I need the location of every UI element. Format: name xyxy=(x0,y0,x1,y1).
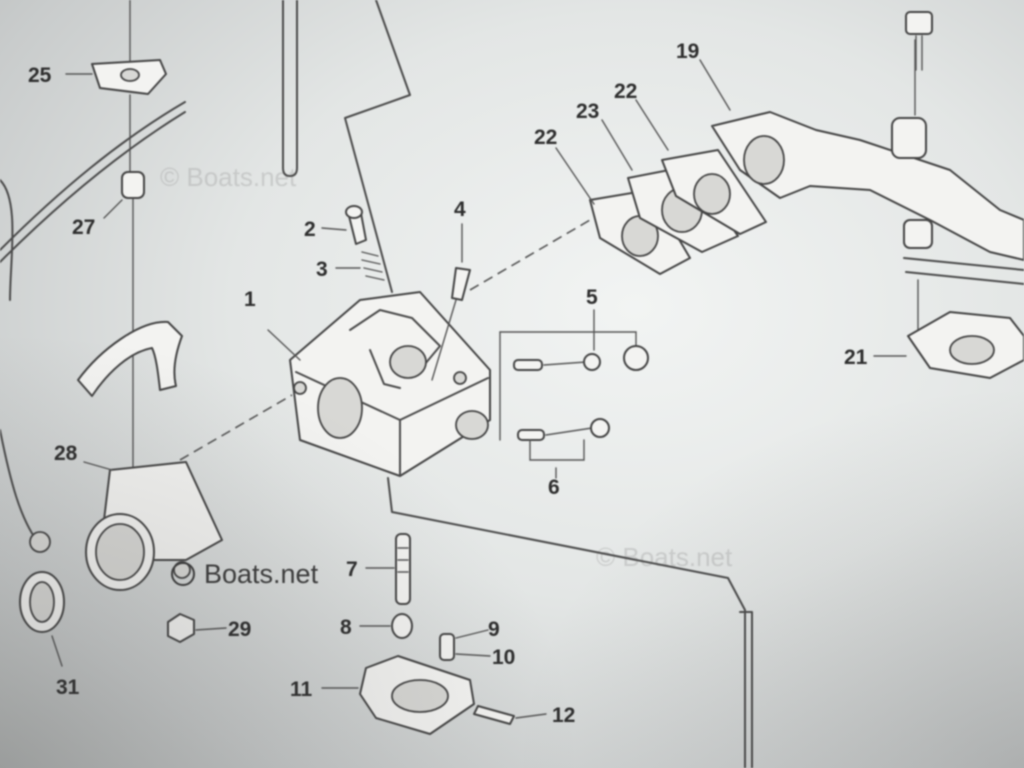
o-ring-part xyxy=(19,571,65,633)
callout-10: 10 xyxy=(492,646,515,669)
pilot-screw-part xyxy=(345,205,367,245)
callout-8: 8 xyxy=(340,616,352,639)
float-bowl-part xyxy=(359,655,475,735)
watermark-text: Boats.net xyxy=(204,559,319,589)
jet-assembly-6 xyxy=(517,418,610,461)
copyright-icon xyxy=(171,562,195,586)
manifold-gasket-part xyxy=(907,311,1024,379)
callout-29: 29 xyxy=(228,618,251,641)
nut-part xyxy=(167,613,195,643)
callout-leaders xyxy=(51,59,907,719)
float-pin-part xyxy=(439,633,455,661)
callout-19: 19 xyxy=(676,40,699,63)
watermark: Boats.net xyxy=(171,559,319,589)
callout-6: 6 xyxy=(548,476,560,499)
routing-lines xyxy=(0,0,919,768)
callout-22: 22 xyxy=(614,80,637,103)
callout-31: 31 xyxy=(56,676,80,699)
spring-part xyxy=(361,251,385,281)
callout-1: 1 xyxy=(244,288,256,311)
callout-2: 2 xyxy=(304,218,316,241)
callout-7: 7 xyxy=(346,558,358,581)
bracket-part xyxy=(91,59,167,95)
callout-25: 25 xyxy=(28,64,52,87)
callout-4: 4 xyxy=(454,198,466,221)
callout-9: 9 xyxy=(488,618,500,641)
callout-23: 23 xyxy=(576,100,599,123)
callout-11: 11 xyxy=(290,678,313,701)
needle-valve-part xyxy=(395,533,411,605)
callout-3: 3 xyxy=(316,258,328,281)
throttle-body-part xyxy=(29,461,223,591)
callout-labels: 25 27 1 2 3 4 5 6 7 8 9 10 11 12 19 22 2… xyxy=(28,40,868,727)
faint-watermark: © Boats.net xyxy=(160,162,297,192)
valve-seat-part xyxy=(391,613,413,639)
adjust-screw-part xyxy=(431,267,471,381)
fitting-part xyxy=(121,171,145,199)
jet-assembly-5 xyxy=(499,331,649,441)
gasket-part xyxy=(661,149,767,235)
hose-part xyxy=(77,320,183,397)
intake-manifold-part xyxy=(711,111,1024,285)
callout-27: 27 xyxy=(72,216,95,239)
drain-screw-part xyxy=(473,705,515,725)
manifold-bolt-part xyxy=(905,11,933,71)
callout-21: 21 xyxy=(844,346,868,369)
callout-5: 5 xyxy=(586,286,598,309)
callout-22: 22 xyxy=(534,126,557,149)
carburetor-body xyxy=(289,291,491,477)
callout-12: 12 xyxy=(552,704,575,727)
callout-28: 28 xyxy=(54,442,78,465)
